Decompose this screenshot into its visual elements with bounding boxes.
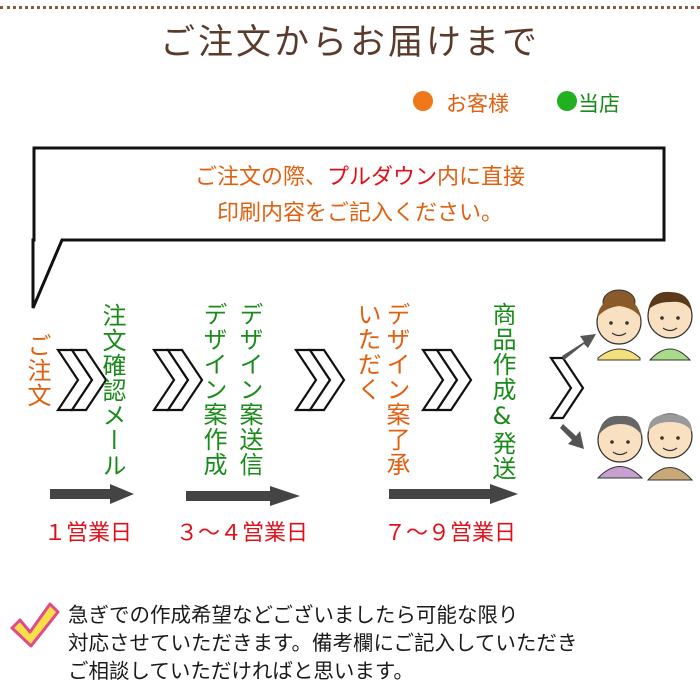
timeline-label-1: １営業日 xyxy=(44,521,133,546)
step-design-send: デザイン案送信 xyxy=(235,302,263,477)
chevron-right-icon xyxy=(69,348,108,412)
step-order: ご注文 xyxy=(23,333,51,408)
step-design-approve: デザイン案了承 xyxy=(382,302,410,477)
top-dotted-divider xyxy=(0,6,700,9)
step-receive: いただく xyxy=(353,302,381,402)
arrow-down-right-icon xyxy=(560,424,584,449)
legend-shop-dot xyxy=(557,91,577,111)
timeline-label-3: ７～９営業日 xyxy=(384,521,517,546)
arrow-right-icon xyxy=(389,484,518,504)
timeline-label-2: ３～４営業日 xyxy=(176,521,309,546)
bubble-line-2: 印刷内容をご記入ください。 xyxy=(216,201,503,226)
bubble-line-1: ご注文の際、プルダウン内に直接 xyxy=(60,160,660,196)
bubble-text-part: ご注文の際、 xyxy=(194,165,327,190)
legend-customer-dot xyxy=(413,91,433,111)
chevron-right-icon xyxy=(165,348,204,412)
legend-customer-label: お客様 xyxy=(446,92,509,116)
bubble-pulldown-text: プルダウン xyxy=(326,165,437,190)
note-line-3: ご相談していただければと思います。 xyxy=(68,659,414,683)
note-line-1: 急ぎでの作成希望などございましたら可能な限り xyxy=(68,603,519,627)
speech-bubble xyxy=(31,146,666,309)
page-title: ご注文からお届けまで xyxy=(159,23,540,63)
chevron-right-icon xyxy=(548,356,585,420)
people-icon xyxy=(596,413,694,481)
check-icon xyxy=(10,602,60,648)
arrow-up-right-icon xyxy=(562,334,596,360)
step-make-ship: 商品作成&発送 xyxy=(488,302,516,481)
step-confirm-mail: 注文確認メール xyxy=(98,303,126,478)
note-line-2: 対応させていただきます。備考欄にご記入していただき xyxy=(68,631,578,655)
legend-shop-label: 当店 xyxy=(578,92,620,116)
people-icon xyxy=(596,289,693,361)
arrow-right-icon xyxy=(186,486,300,506)
step-design-create: デザイン案作成 xyxy=(199,302,227,477)
bubble-text-part: 内に直接 xyxy=(437,165,526,190)
chevron-right-icon xyxy=(307,348,346,412)
arrow-right-icon xyxy=(50,484,134,504)
chevron-right-icon xyxy=(434,348,473,412)
